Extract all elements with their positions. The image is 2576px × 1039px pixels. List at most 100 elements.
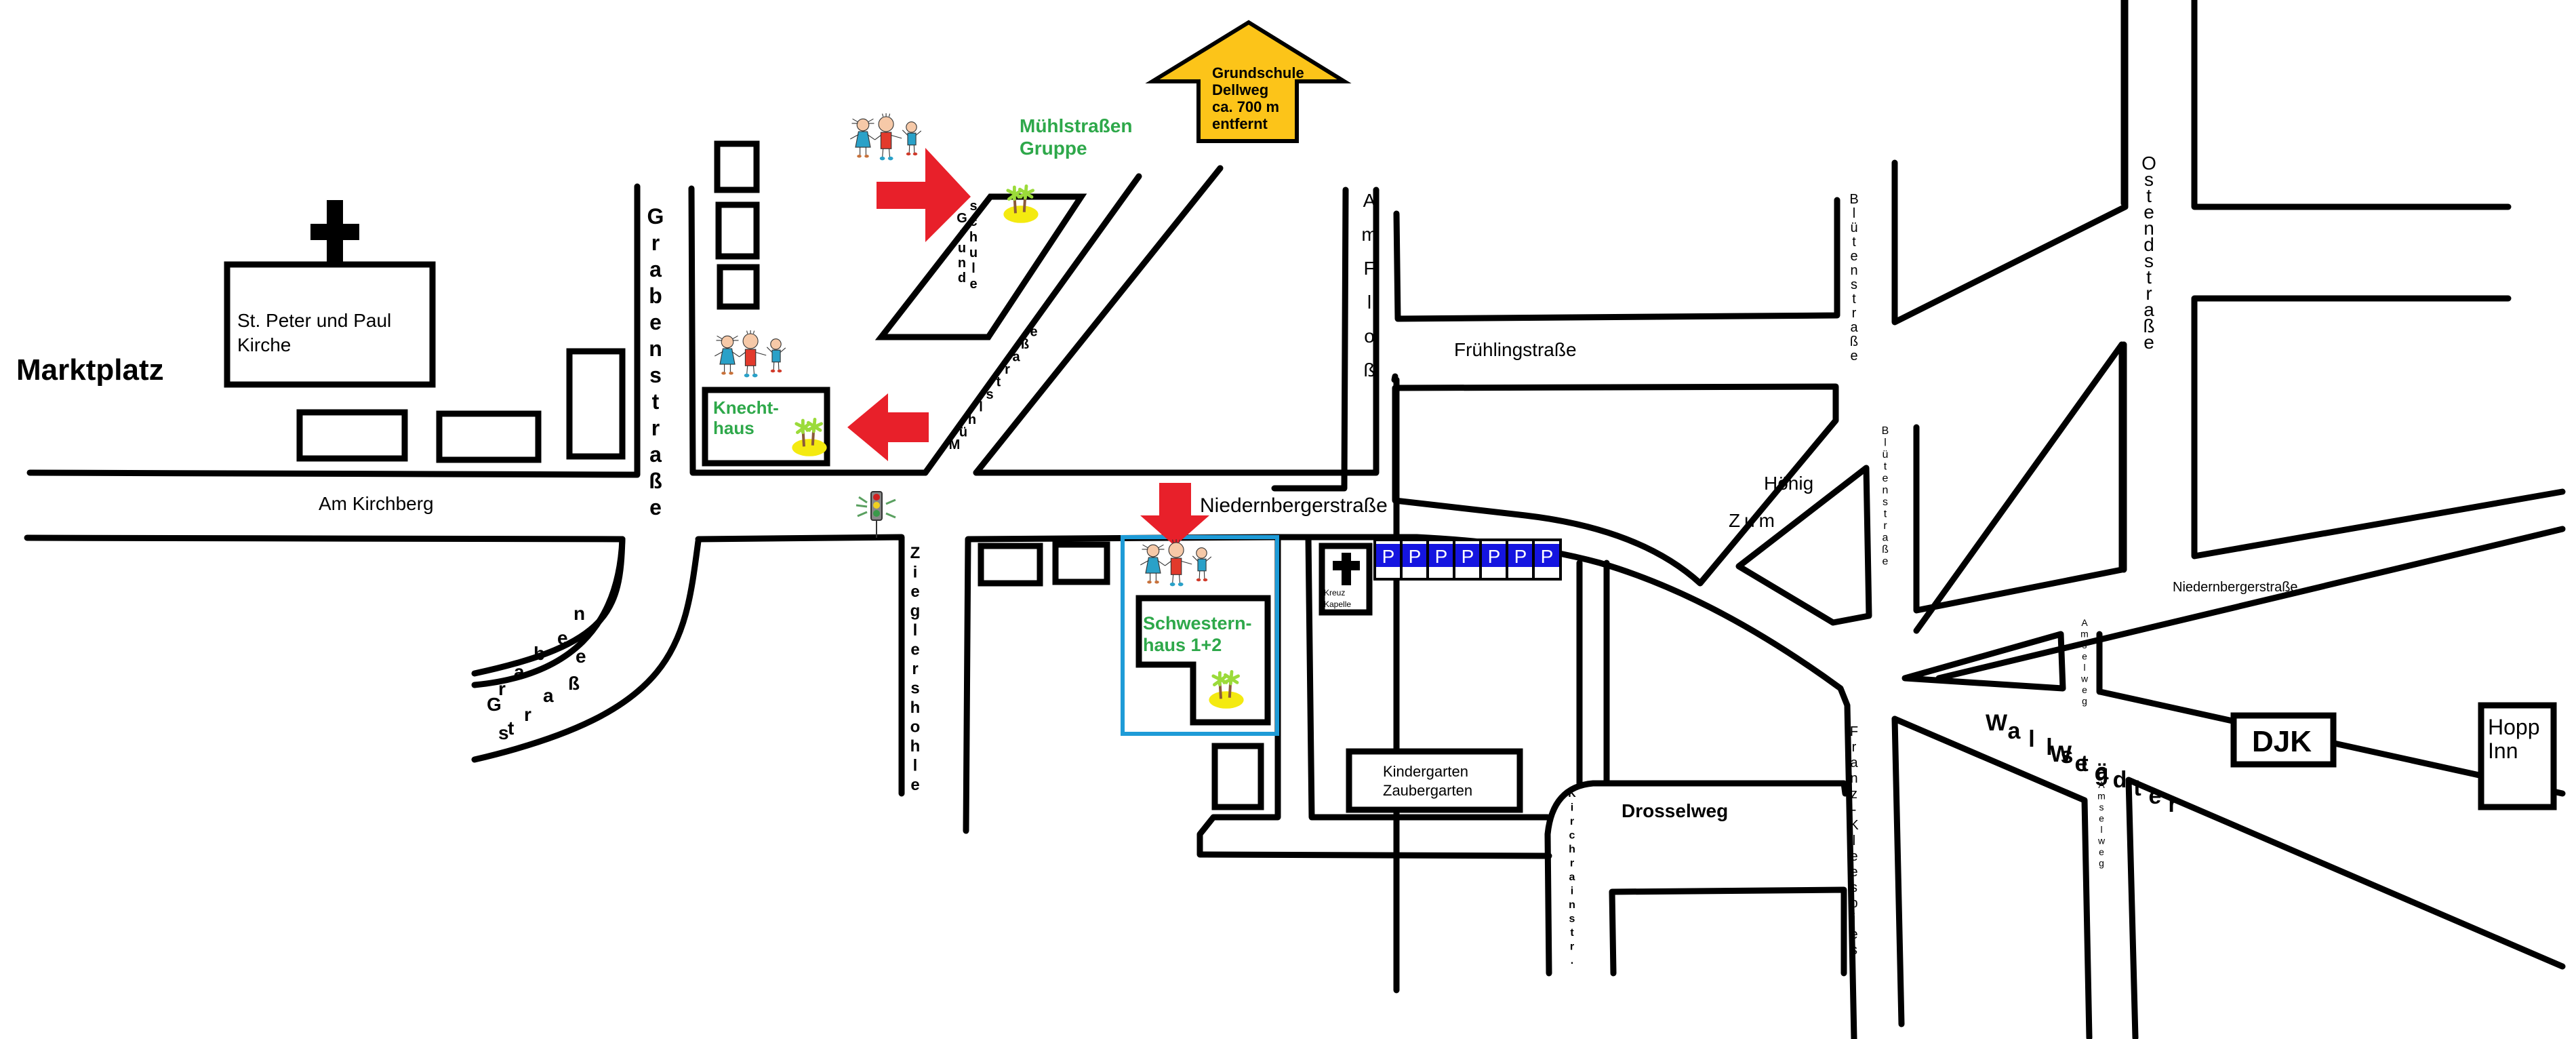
street-muehlstrasse-letter: l xyxy=(979,400,983,415)
street-grabenstrasse-curve-letter: r xyxy=(524,704,531,725)
street-kirchrainstr-letter: t xyxy=(1570,927,1574,939)
grundschule-label-2-letter: c xyxy=(969,214,977,229)
knechthaus-line2: haus xyxy=(713,418,754,438)
street-amselweg-north-letter: g xyxy=(2082,696,2087,707)
grundschule-label-2-letter: h xyxy=(969,230,978,245)
street-bluetenstrasse-south-letter: s xyxy=(1883,496,1888,508)
street-ostendstrasse-letter: e xyxy=(2144,332,2154,353)
parking-sign-icon xyxy=(1376,544,1401,567)
vertical-street-labels: GrabenstraßeZieglershohleAmFloßBlütenstr… xyxy=(487,153,2177,966)
street-grabenstrasse-letter: b xyxy=(649,283,662,308)
wallstaedter-north-triangle xyxy=(1901,631,2066,692)
street-grabenstrasse-curve-letter: a xyxy=(543,685,554,706)
street-zieglershohle-letter: h xyxy=(910,737,921,756)
drosselweg-south xyxy=(1609,886,1847,977)
street-grabenstrasse-letter: t xyxy=(652,389,660,414)
street-amselweg-south-letter: w xyxy=(2097,836,2106,846)
street-zieglershohle-letter: o xyxy=(910,718,921,737)
street-grabenstrasse-letter: r xyxy=(651,231,660,255)
street-bluetenstrasse-north-letter: e xyxy=(1850,249,1857,264)
parking-sign-icon xyxy=(1455,544,1480,567)
street-bluetenstrasse-north-letter: n xyxy=(1850,263,1857,278)
street-franz-kleespies-letter: K xyxy=(1849,818,1859,833)
schwesternhaus-line2: haus 1+2 xyxy=(1143,635,1222,655)
grundschule-label-2: schule xyxy=(969,199,978,292)
street-amselweg-south-letter: A xyxy=(2098,779,2105,790)
street-ostendstrasse-letter: t xyxy=(2146,267,2152,288)
street-ostendstrasse-letter: d xyxy=(2144,234,2154,255)
street-muehlstrasse-letter: M xyxy=(949,437,961,452)
street-wallstaedter-weg-1-letter: d xyxy=(2113,767,2127,793)
house xyxy=(714,140,760,193)
wallstaedter-south-edge-east xyxy=(2125,777,2566,1039)
knechthaus-line1: Knecht- xyxy=(713,397,779,418)
grundschule-arrow-line2: Dellweg xyxy=(1212,81,1268,98)
parking-sign-label: P xyxy=(1514,546,1527,567)
street-bluetenstrasse-south-letter: t xyxy=(1884,461,1887,473)
street-bluetenstrasse-north-letter: s xyxy=(1851,277,1857,292)
street-bluetenstrasse-north-letter: t xyxy=(1852,235,1856,250)
street-zum-hoenig-2: Zum xyxy=(1729,510,1779,531)
street-kirchrainstr-letter: r xyxy=(1570,858,1574,869)
church-label-line1: St. Peter und Paul xyxy=(237,310,391,331)
street-zieglershohle-letter: h xyxy=(910,699,921,717)
house xyxy=(566,348,626,460)
grundschule-arrow-line1: Grundschule xyxy=(1212,64,1304,81)
house xyxy=(1052,541,1110,585)
street-zieglershohle-letter: e xyxy=(910,641,919,659)
street-bluetenstrasse-south-letter: t xyxy=(1884,509,1887,520)
fruehlingstrasse-south xyxy=(1392,383,1839,587)
street-zieglershohle-letter: r xyxy=(912,660,918,678)
street-franz-kleespies-letter: e xyxy=(1850,865,1857,880)
street-bluetenstrasse-south-letter: ß xyxy=(1882,544,1889,555)
parking-sign-label: P xyxy=(1382,546,1395,567)
street-franz-kleespies-letter: z xyxy=(1851,787,1857,802)
church-cross-bar xyxy=(310,224,359,240)
bluetenstrasse-east xyxy=(1913,341,2125,634)
street-zieglershohle-letter: l xyxy=(913,621,918,640)
street-ostendstrasse-letter: ß xyxy=(2143,315,2154,336)
kindergarten-building xyxy=(1346,748,1523,813)
street-wallstaedter-weg-1-letter: a xyxy=(2008,718,2021,744)
street-bluetenstrasse-south-letter: n xyxy=(1883,485,1889,496)
street-wallstaedter-weg-2-letter: W xyxy=(2050,741,2072,767)
street-niedernbergerstrasse-east: Niedernbergerstraße xyxy=(2173,580,2298,595)
street-wallstaedter-weg-1-letter: s xyxy=(2061,743,2074,768)
street-bluetenstrasse-south-letter: r xyxy=(1883,520,1887,532)
grabenstrasse-curve-north xyxy=(471,536,626,677)
street-grabenstrasse-curve-letter: a xyxy=(514,661,525,682)
grundschule-label-2-letter: u xyxy=(969,246,978,260)
parking-sign-label: P xyxy=(1409,546,1422,567)
grundschule-label-1-letter: G xyxy=(957,211,967,226)
street-amselweg-north-letter: s xyxy=(2082,640,2087,650)
street-franz-kleespies-letter: - xyxy=(1852,802,1857,817)
street-grabenstrasse-letter: r xyxy=(651,416,660,440)
street-amselweg-south-letter: e xyxy=(2099,846,2104,857)
street-bluetenstrasse-north-letter: e xyxy=(1850,349,1857,364)
house xyxy=(1211,743,1264,810)
street-wallstaedter-weg-2-letter: g xyxy=(2095,760,2109,786)
street-am-kirchberg: Am Kirchberg xyxy=(319,493,434,514)
kreuz-kapelle-line2: Kapelle xyxy=(1324,600,1351,609)
street-am-floss-letter: l xyxy=(1367,292,1371,313)
street-amselweg-south-letter: s xyxy=(2099,802,2104,812)
street-amselweg-north-letter: e xyxy=(2082,684,2087,695)
street-amselweg-north-letter: e xyxy=(2082,651,2087,662)
schwesternhaus-property-line xyxy=(1121,535,1279,736)
street-muehlstrasse-letter: ü xyxy=(959,425,967,440)
street-grabenstrasse-letter: G xyxy=(647,204,664,229)
buildings xyxy=(224,140,2557,813)
street-grabenstrasse-curve-letter: G xyxy=(487,694,502,715)
street-grabenstrasse-letter: e xyxy=(649,495,662,520)
muehlstrassen-gruppe-line2: Gruppe xyxy=(1020,138,1087,159)
street-muehlstrasse-letter: e xyxy=(1030,325,1037,340)
am-floss-east xyxy=(1393,197,1840,322)
muehlstrassen-gruppe-line1: Mühlstraßen xyxy=(1020,115,1132,136)
children-icon xyxy=(1140,538,1212,587)
street-ostendstrasse-letter: O xyxy=(2141,153,2156,174)
street-kirchrainstr-letter: . xyxy=(1571,955,1573,966)
